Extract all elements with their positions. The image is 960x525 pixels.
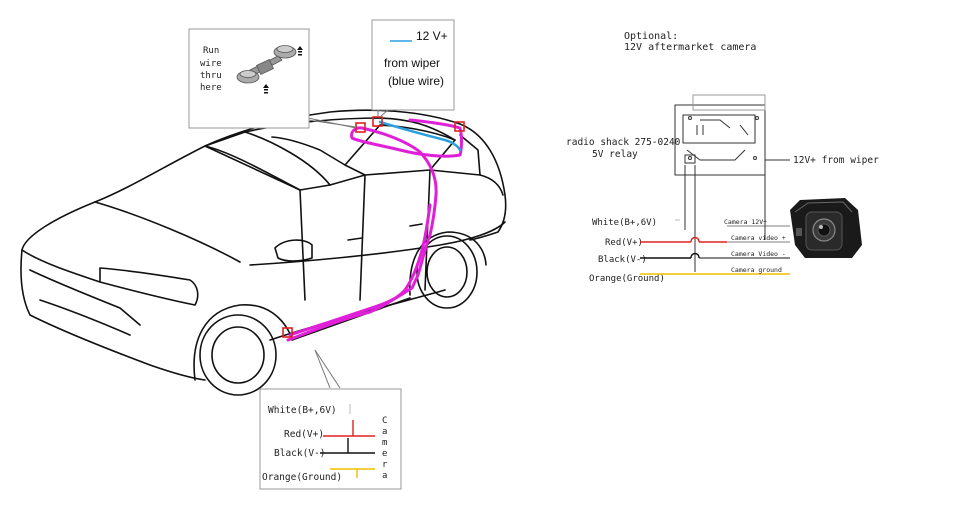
callout-from-wiper: from wiper	[384, 56, 440, 70]
backup-camera-icon	[790, 198, 862, 258]
run-line-2: wire	[200, 59, 222, 69]
relay-wiper-label: 12V+ from wiper	[793, 155, 879, 166]
bottom-orange-label: Orange(Ground)	[262, 472, 342, 483]
cam-video-plus-label: Camera video +	[731, 234, 786, 242]
magenta-wire	[288, 118, 463, 337]
wiring-red-label: Red(V+)	[605, 238, 643, 248]
bottom-black-label: Black(V-)	[274, 448, 325, 459]
marker-door	[282, 327, 293, 338]
camera-letter-a2: a	[382, 471, 387, 481]
marker-rear	[454, 121, 465, 132]
magenta-wire-return	[286, 203, 432, 342]
camera-letter-e: e	[382, 449, 387, 459]
camera-letter-c: C	[382, 416, 387, 426]
cam-12v-label: Camera 12V+	[724, 218, 767, 226]
relay-schematic: Optional: 12V aftermarket camera radio s…	[566, 31, 879, 284]
camera-letter-a: a	[382, 427, 387, 437]
red-markers	[282, 116, 465, 338]
blue-wire	[378, 120, 462, 152]
cam-video-minus-label: Camera Video -	[731, 250, 786, 258]
wiring-orange-label: Orange(Ground)	[589, 274, 665, 284]
optional-label: Optional:	[624, 31, 678, 42]
wiring-red-hop	[690, 236, 700, 243]
run-line-4: here	[200, 83, 222, 93]
relay-voltage-label: 5V relay	[592, 149, 638, 160]
arrow-icon	[263, 46, 303, 94]
callout-12v-wiper: 12 V+ from wiper (blue wire)	[371, 19, 455, 111]
optional-camera-label: 12V aftermarket camera	[624, 42, 756, 53]
grommet-icon	[236, 45, 297, 84]
callout-camera-wires: White(B+,6V) Red(V+) Black(V-) Orange(Gr…	[259, 388, 402, 490]
callout-12v-label: 12 V+	[416, 29, 448, 43]
bottom-red-label: Red(V+)	[284, 429, 324, 440]
callout-run-wire: Run wire thru here	[188, 28, 310, 129]
relay-body	[674, 104, 766, 176]
camera-letter-r: r	[382, 460, 388, 470]
wiring-black-label: Black(V-)	[598, 255, 647, 265]
bottom-white-label: White(B+,6V)	[268, 405, 337, 416]
wiring-white-label: White(B+,6V)	[592, 218, 657, 228]
callout-blue-wire: (blue wire)	[388, 74, 444, 88]
cam-ground-label: Camera ground	[731, 266, 782, 274]
run-line-3: thru	[200, 71, 222, 81]
camera-letter-m: m	[382, 438, 387, 448]
leader-lines	[307, 109, 389, 389]
run-line-1: Run	[203, 46, 219, 56]
relay-model-label: radio shack 275-0240	[566, 137, 681, 148]
car-illustration	[20, 109, 507, 396]
